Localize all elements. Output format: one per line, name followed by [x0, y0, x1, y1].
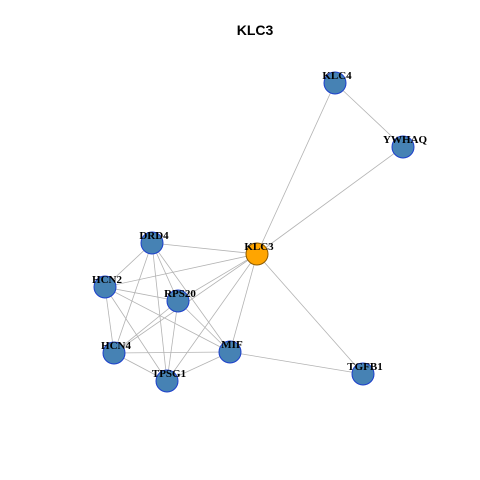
node-circle	[323, 71, 347, 95]
edge-klc3-ywhaq	[256, 146, 404, 255]
edge-drd4-mif	[151, 242, 231, 353]
node-hcn2: HCN2	[92, 274, 122, 299]
edge-klc3-hcn2	[104, 253, 258, 288]
graph-title: KLC3	[237, 22, 274, 38]
node-mif: MIF	[218, 339, 243, 364]
node-circle	[93, 275, 117, 299]
node-label: DRD4	[139, 230, 169, 242]
node-label: TPSG1	[152, 368, 186, 380]
node-klc4: KLC4	[322, 70, 352, 95]
node-circle	[218, 340, 242, 364]
edge-rps20-hcn4	[113, 300, 179, 354]
node-label: KLC4	[322, 70, 352, 82]
edge-klc4-ywhaq	[334, 82, 404, 148]
edge-mif-tpsg1	[166, 351, 231, 382]
edge-drd4-hcn4	[113, 242, 153, 354]
edge-rps20-mif	[177, 300, 231, 353]
edge-klc3-mif	[229, 253, 258, 353]
node-tgfb1: TGFB1	[347, 361, 383, 386]
edge-hcn2-mif	[104, 286, 231, 353]
node-label: KLC3	[244, 241, 274, 253]
edge-klc3-tgfb1	[256, 253, 364, 375]
node-circle	[155, 369, 179, 393]
node-tpsg1: TPSG1	[152, 368, 186, 393]
node-ywhaq: YWHAQ	[383, 134, 427, 159]
node-label: YWHAQ	[383, 134, 427, 146]
edge-hcn2-tpsg1	[104, 286, 168, 382]
node-circle	[245, 242, 269, 266]
node-circle	[140, 231, 164, 255]
node-label: TGFB1	[347, 361, 382, 373]
node-circle	[391, 135, 415, 159]
edge-mif-tgfb1	[229, 351, 364, 375]
node-circle	[351, 362, 375, 386]
node-hcn4: HCN4	[101, 340, 131, 365]
node-label: MIF	[221, 339, 243, 351]
node-circle	[166, 289, 190, 313]
edge-hcn2-rps20	[104, 286, 179, 302]
node-klc3: KLC3	[244, 241, 274, 266]
node-label: HCN2	[92, 274, 122, 286]
node-circle	[102, 341, 126, 365]
node-label: RPS20	[164, 288, 196, 300]
edge-klc3-tpsg1	[166, 253, 258, 382]
edge-klc3-klc4	[256, 82, 336, 255]
edge-drd4-tpsg1	[151, 242, 168, 382]
edge-rps20-tpsg1	[166, 300, 179, 382]
node-label: HCN4	[101, 340, 131, 352]
node-rps20: RPS20	[164, 288, 196, 313]
edge-klc3-drd4	[151, 242, 258, 255]
edge-klc3-rps20	[177, 253, 258, 302]
edge-hcn4-mif	[113, 351, 231, 354]
node-drd4: DRD4	[139, 230, 169, 255]
